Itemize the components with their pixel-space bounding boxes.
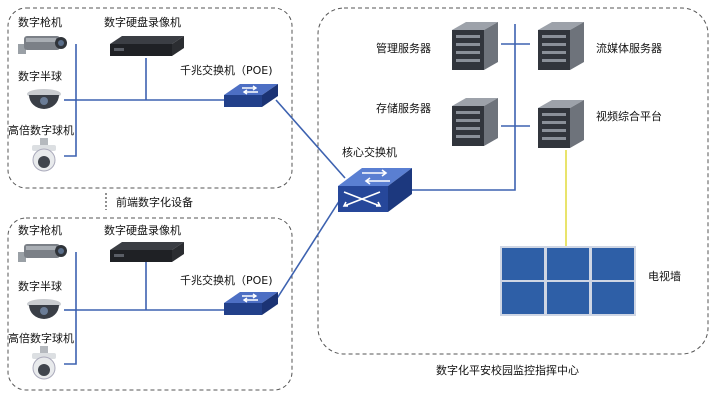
front-end-zone-bottom: [7, 217, 293, 391]
top-ptz-link: [64, 100, 77, 157]
top-ptz-camera-label: 高倍数字球机: [8, 124, 74, 137]
video-wall: [500, 246, 636, 320]
top-dome-camera-label: 数字半球: [18, 70, 62, 83]
top-poe-switch-label: 千兆交换机（POE): [180, 64, 273, 77]
bottom-bullet-camera-label: 数字枪机: [18, 224, 62, 237]
bottom-nvr-icon: [108, 238, 186, 270]
core-backbone: [410, 24, 516, 191]
top-poe-switch-icon: [222, 80, 280, 118]
management-server-label: 管理服务器: [376, 42, 431, 55]
video-platform-icon: [536, 98, 588, 154]
top-bullet-camera-icon: [16, 32, 68, 62]
command-center-caption: 数字化平安校园监控指挥中心: [436, 364, 579, 377]
top-dome-camera-icon: [24, 86, 66, 116]
command-center-zone: [317, 7, 709, 355]
storage-server-label: 存储服务器: [376, 102, 431, 115]
bottom-dome-camera-label: 数字半球: [18, 280, 62, 293]
core-switch-label: 核心交换机: [342, 146, 397, 159]
streaming-server-label: 流媒体服务器: [596, 42, 662, 55]
storage-server-icon: [450, 96, 502, 152]
video-wall-label: 电视墙: [648, 270, 681, 283]
bottom-switch-core-link: [275, 191, 346, 301]
bottom-ptz-camera-label: 高倍数字球机: [8, 332, 74, 345]
bottom-poe-switch-label: 千兆交换机（POE): [180, 274, 273, 287]
bottom-nvr-label: 数字硬盘录像机: [104, 224, 181, 237]
bottom-ptz-link: [64, 310, 77, 365]
top-bullet-camera-label: 数字枪机: [18, 16, 62, 29]
front-end-caption: 前端数字化设备: [116, 196, 193, 209]
streaming-server-icon: [536, 20, 588, 76]
bottom-ptz-camera-icon: [26, 346, 62, 386]
management-server-icon: [450, 20, 502, 76]
top-ptz-camera-icon: [26, 138, 62, 178]
video-platform-label: 视频综合平台: [596, 110, 662, 123]
bottom-dome-camera-icon: [24, 296, 66, 326]
top-nvr-label: 数字硬盘录像机: [104, 16, 181, 29]
top-switch-core-link: [275, 99, 346, 179]
bottom-bullet-camera-icon: [16, 240, 68, 270]
bottom-poe-switch-icon: [222, 288, 280, 326]
top-nvr-icon: [108, 32, 186, 64]
core-switch-icon: [336, 162, 416, 222]
